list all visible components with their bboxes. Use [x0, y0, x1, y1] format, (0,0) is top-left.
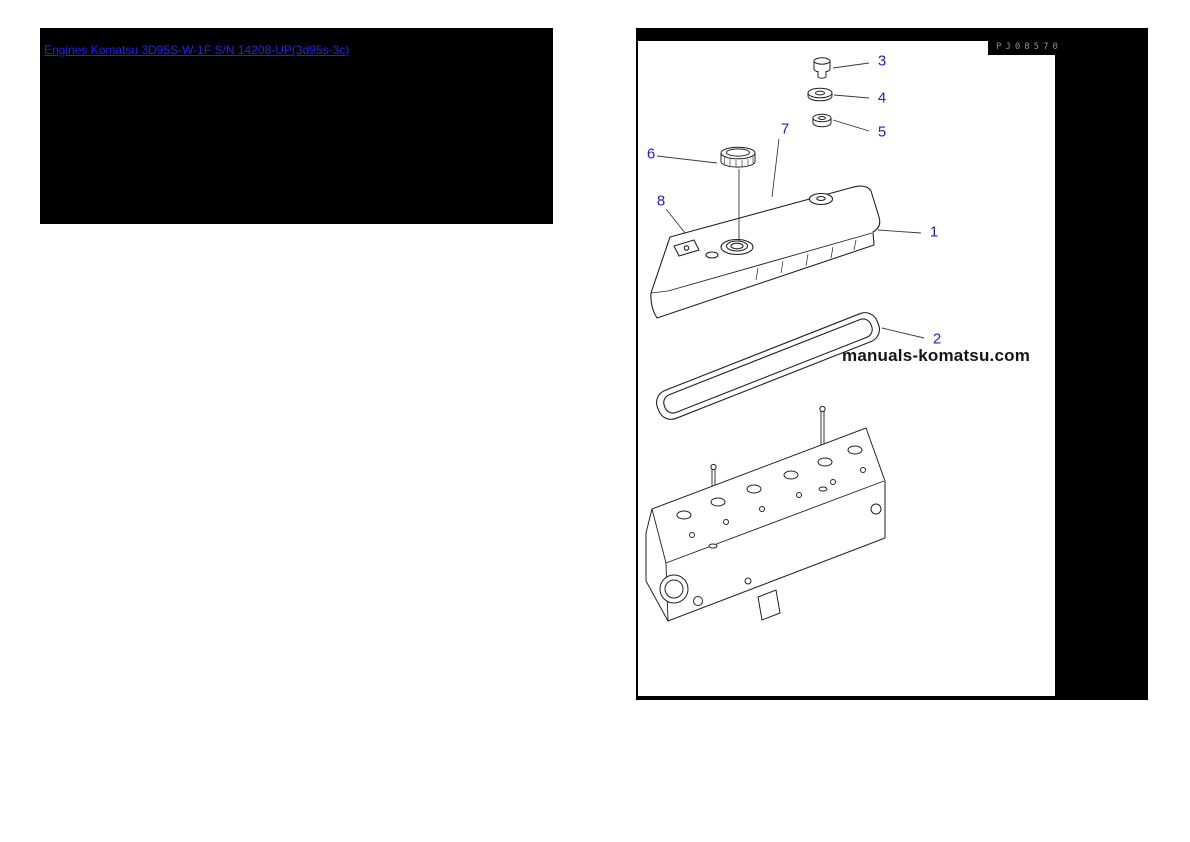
bolt-part-3-shape: [813, 57, 831, 79]
header-panel: Engines Komatsu 3D95S-W-1F S/N 14208-UP(…: [40, 28, 553, 224]
drawing-area: manuals-komatsu.com 1 2 3 4 5 6 7 8: [638, 41, 1055, 696]
parts-diagram-panel: PJ08570: [636, 28, 1148, 700]
parts-drawing: [645, 57, 925, 622]
engine-model-link[interactable]: Engines Komatsu 3D95S-W-1F S/N 14208-UP(…: [44, 43, 350, 57]
nut-part-5-shape: [812, 113, 832, 128]
gasket-part-2-shape: [656, 312, 880, 420]
cylinder-head-shape: [645, 405, 886, 622]
washer-part-4-shape: [807, 87, 833, 102]
part-label-7[interactable]: 7: [780, 120, 790, 138]
watermark: manuals-komatsu.com: [842, 346, 1031, 365]
part-label-1[interactable]: 1: [929, 223, 939, 241]
valve-cover-part-1-shape: [650, 185, 881, 319]
part-label-3[interactable]: 3: [877, 52, 887, 70]
part-label-2[interactable]: 2: [932, 330, 942, 348]
part-label-6[interactable]: 6: [646, 145, 656, 163]
part-label-4[interactable]: 4: [877, 89, 887, 107]
oil-cap-part-6-shape: [720, 146, 756, 168]
part-label-8[interactable]: 8: [656, 192, 666, 210]
plate-code: PJ08570: [988, 39, 1064, 55]
leader-lines: [656, 62, 925, 339]
callout-layer: 1 2 3 4 5 6 7 8: [638, 41, 1055, 696]
part-label-5[interactable]: 5: [877, 123, 887, 141]
